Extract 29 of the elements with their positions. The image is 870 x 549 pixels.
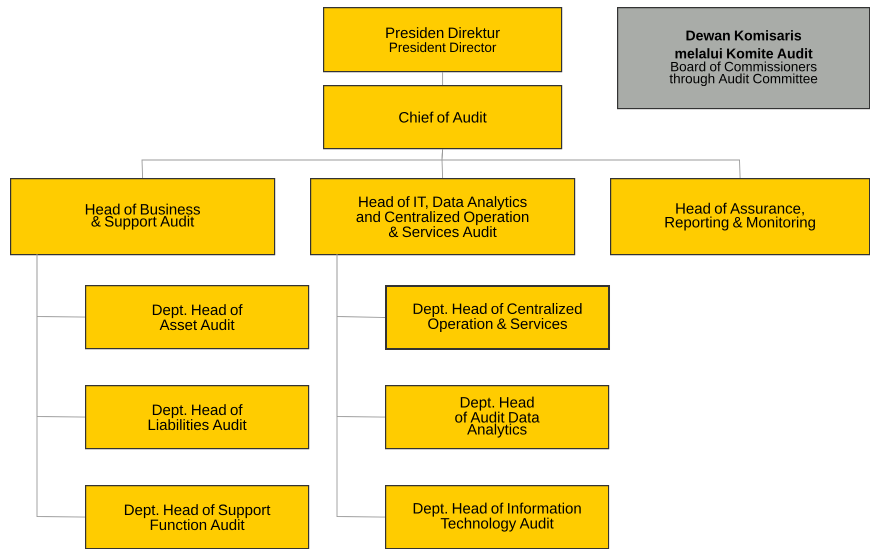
org-box: [385, 485, 610, 549]
node-label: Chief of Audit: [399, 112, 487, 123]
info-box: [617, 7, 870, 110]
node-label: Dept. Head of Audit Data Analytics: [455, 396, 540, 438]
org-box: [85, 285, 310, 350]
node-label: Head of Business & Support Audit: [86, 204, 200, 230]
node-label: Dept. Head of Centralized Operation & Services: [414, 303, 582, 332]
org-box: [323, 7, 562, 72]
node-label: Dewan Komisaris melalui Komite Audit: [675, 30, 812, 58]
org-box: [85, 485, 310, 549]
org-box: [385, 385, 610, 450]
org-box: [310, 178, 576, 256]
connector-line: [36, 254, 86, 518]
org-box: [323, 85, 562, 150]
node-label: Head of IT, Data Analytics and Centralized Operation & Services Audit: [356, 196, 528, 238]
org-box: [10, 178, 276, 256]
node-label: Dept. Head of Information Technology Audit: [414, 502, 581, 532]
node-label: Board of Commissioners through Audit Committee: [670, 61, 818, 86]
node-label: Presiden Direktur: [386, 27, 500, 38]
org-box: [610, 178, 870, 256]
node-label: Dept. Head of Asset Audit: [152, 304, 243, 330]
node-label: Head of Assurance, Reporting & Monitoring: [665, 202, 815, 230]
org-box: [385, 285, 610, 350]
node-label: Dept. Head of Support Function Audit: [124, 504, 270, 530]
node-label: President Director: [390, 42, 496, 52]
connector-line: [442, 72, 444, 86]
node-label: Dept. Head of Liabilities Audit: [148, 404, 247, 430]
connector-line: [336, 254, 386, 518]
org-box: [85, 385, 310, 450]
